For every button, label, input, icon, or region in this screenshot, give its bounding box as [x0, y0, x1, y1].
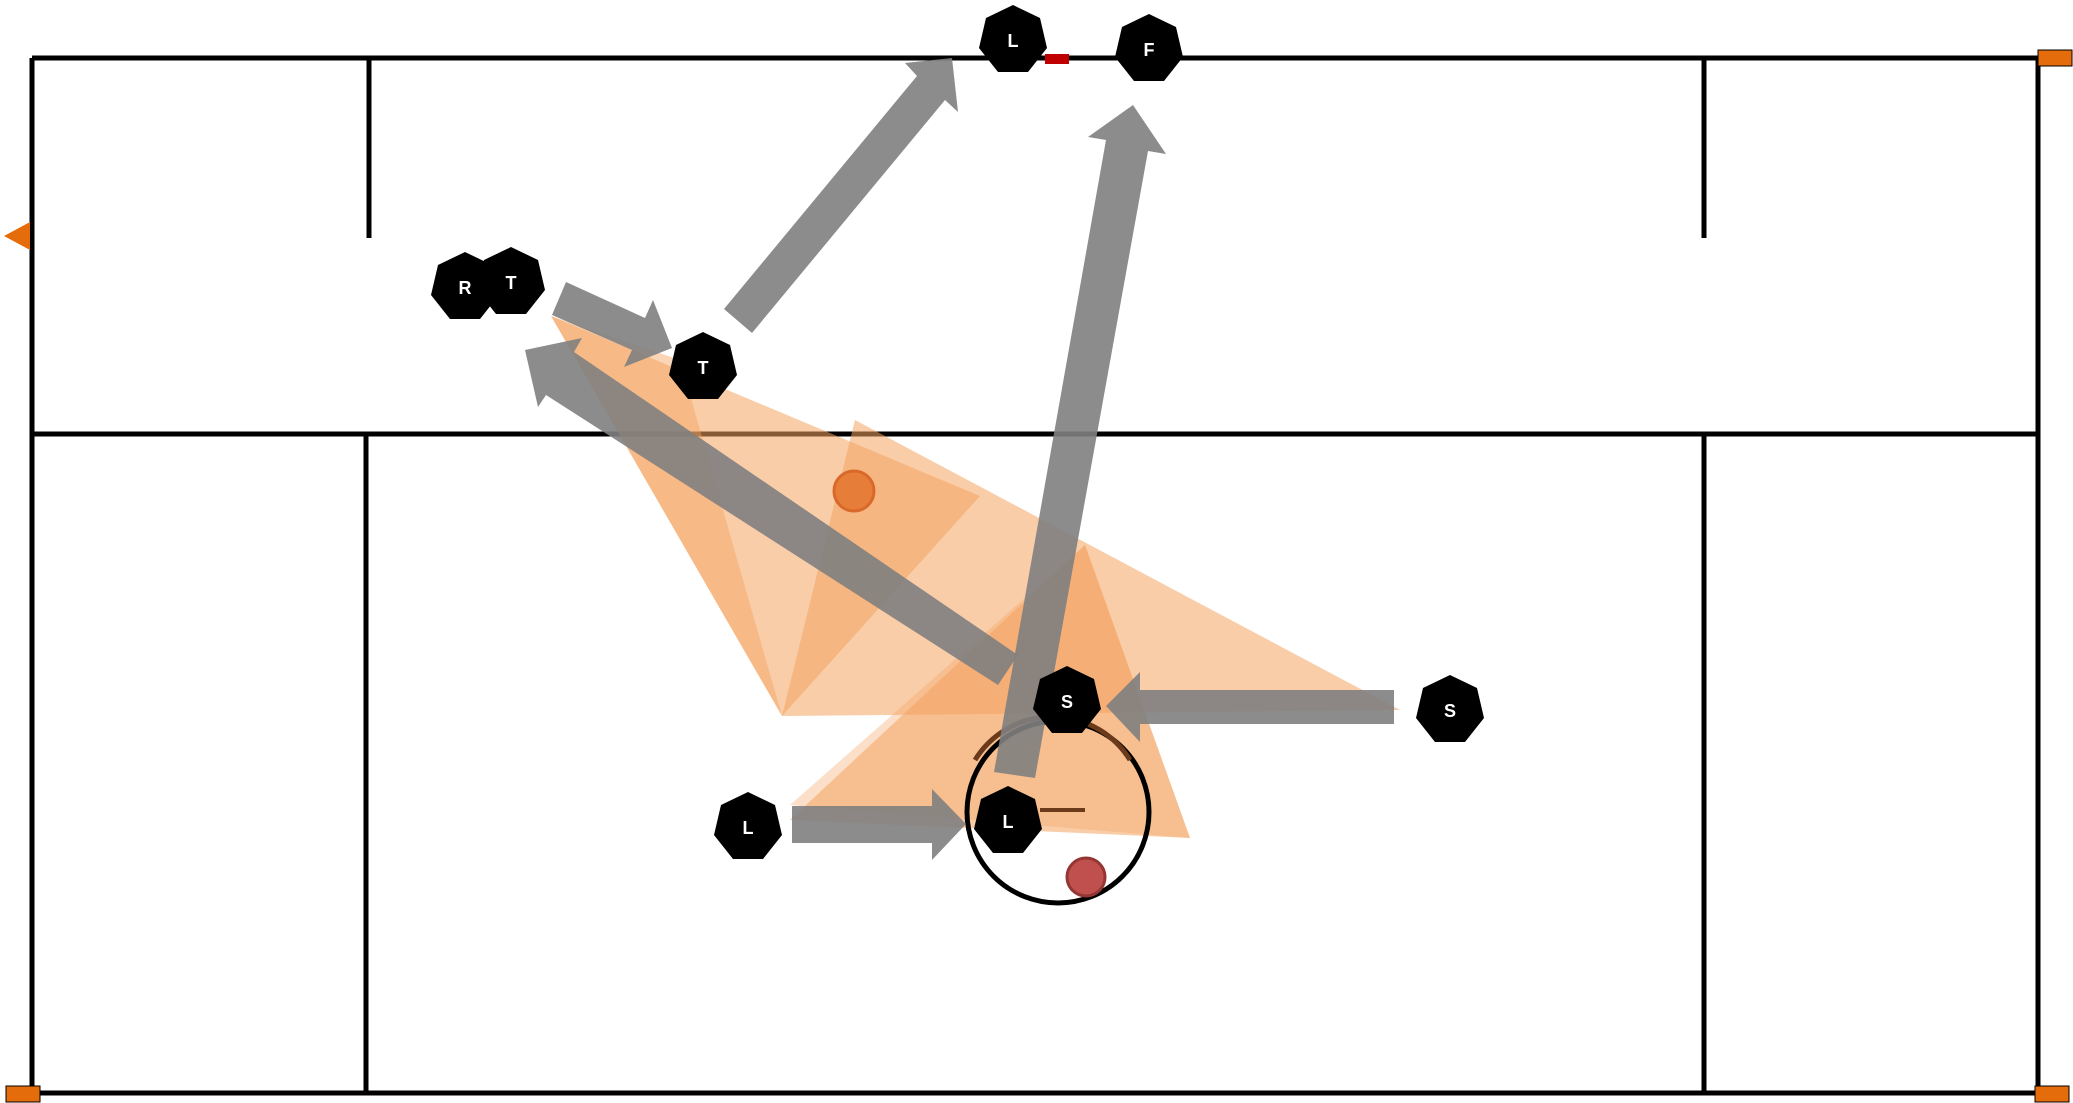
- player-label: S: [1061, 692, 1073, 712]
- circle-ball-icon: [1065, 856, 1107, 898]
- player-label: L: [743, 818, 754, 838]
- heptagon-player-icon: [1115, 14, 1183, 81]
- heptagon-player-icon: [477, 247, 545, 314]
- player-S-right[interactable]: S: [1416, 675, 1484, 742]
- player-label: F: [1144, 40, 1155, 60]
- player-L-bottom-left[interactable]: L: [714, 792, 782, 859]
- player-label: S: [1444, 701, 1456, 721]
- player-F-top[interactable]: F: [1115, 14, 1183, 81]
- player-S-center[interactable]: S: [1033, 666, 1101, 733]
- square-marker-icon: [2037, 49, 2073, 67]
- heptagon-player-icon: [669, 332, 737, 399]
- arrow-left: [1106, 672, 1394, 742]
- player-label: R: [459, 278, 472, 298]
- player-L-bottom-center[interactable]: L: [974, 786, 1042, 853]
- coverage-zone: [790, 545, 1190, 838]
- square-marker-icon: [2034, 1085, 2070, 1103]
- heptagon-player-icon: [714, 792, 782, 859]
- heptagon-player-icon: [1033, 666, 1101, 733]
- arrow-up-right: [724, 58, 958, 333]
- arrow-up-right: [994, 105, 1166, 778]
- player-label: T: [506, 273, 517, 293]
- player-T-left[interactable]: T: [477, 247, 545, 314]
- triangle-left-icon: [4, 222, 30, 250]
- heptagon-player-icon: [974, 786, 1042, 853]
- player-T-mid[interactable]: T: [669, 332, 737, 399]
- player-label: T: [698, 358, 709, 378]
- coverage-zone: [790, 545, 1190, 838]
- movement-arrows: [525, 58, 1394, 860]
- arrow-right-down: [552, 282, 672, 367]
- heptagon-player-icon: [979, 5, 1047, 72]
- player-label: L: [1008, 31, 1019, 51]
- players: L F R T T S S L: [431, 5, 1484, 859]
- player-label: L: [1003, 812, 1014, 832]
- heptagon-player-icon: [1416, 675, 1484, 742]
- arrow-right: [792, 789, 966, 860]
- player-L-top[interactable]: L: [979, 5, 1047, 72]
- arrow-up-left: [525, 338, 1018, 685]
- square-marker-icon: [5, 1085, 41, 1103]
- circle-ball-icon: [832, 469, 876, 513]
- net-marker: [1045, 54, 1069, 64]
